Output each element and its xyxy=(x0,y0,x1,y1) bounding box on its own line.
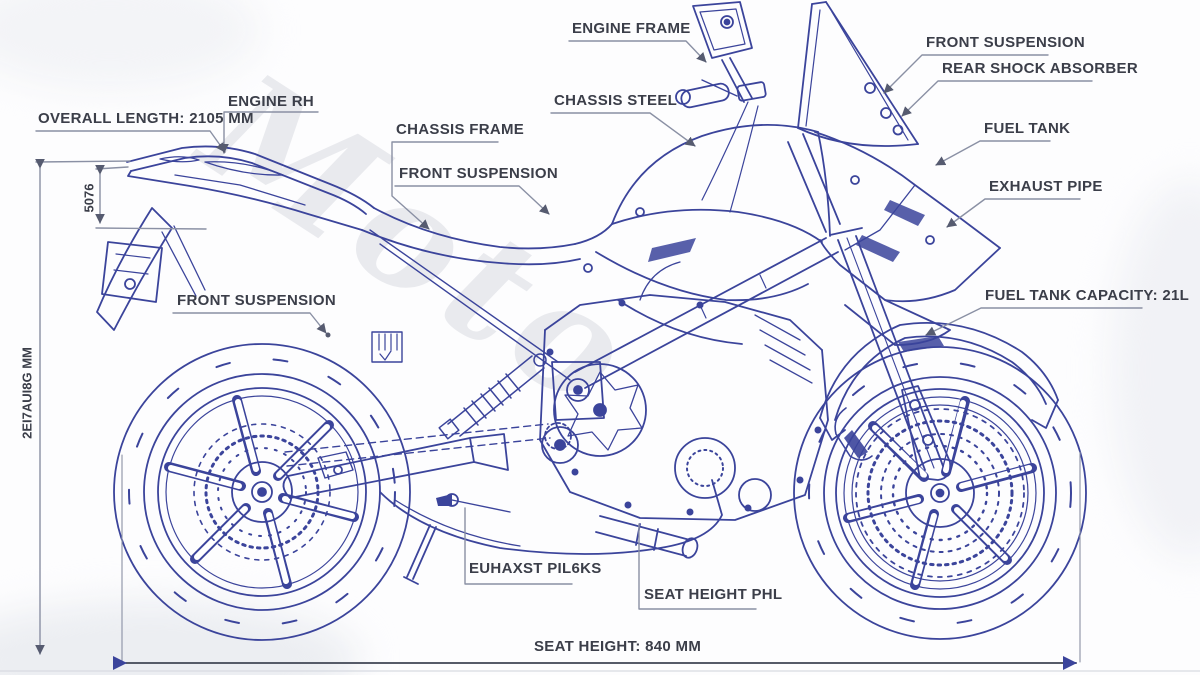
mirror xyxy=(692,1,753,103)
rear-wheel xyxy=(113,343,411,641)
exhaust-belly-pan xyxy=(379,479,723,585)
engine xyxy=(539,261,829,521)
callout-chassis-frame: CHASSIS FRAME xyxy=(396,121,525,138)
seat-and-tank xyxy=(361,123,831,345)
callout-overall-length: OVERALL LENGTH: 2105 MM xyxy=(38,110,254,127)
front-wheel xyxy=(793,346,1087,640)
callout-engine-frame: ENGINE FRAME xyxy=(572,20,691,37)
front-fork xyxy=(829,227,952,481)
windscreen xyxy=(797,1,919,147)
swingarm xyxy=(282,331,572,499)
callout-seat-height: SEAT HEIGHT PHL xyxy=(644,586,783,603)
callout-exhaust-pipes-bottom: EUHAXST PIL6KS xyxy=(469,560,602,577)
callout-front-suspension-left: FRONT SUSPENSION xyxy=(177,292,336,309)
rear-shock xyxy=(438,353,547,440)
callout-fuel-tank: FUEL TANK xyxy=(984,120,1071,137)
frame xyxy=(369,229,839,421)
front-fender xyxy=(819,322,1059,441)
callout-leaders xyxy=(35,40,1143,610)
front-cowl xyxy=(814,131,1001,346)
dimension-lines xyxy=(0,158,1200,672)
tail-section xyxy=(96,145,375,331)
callout-front-suspension-mid: FRONT SUSPENSION xyxy=(399,165,558,182)
callout-fuel-tank-capacity: FUEL TANK CAPACITY: 21L xyxy=(985,287,1190,304)
callout-front-suspension-top: FRONT SUSPENSION xyxy=(926,34,1085,51)
callout-engine-rh: ENGINE RH xyxy=(228,93,315,110)
dimension-tail-height: 5076 xyxy=(81,183,97,213)
callout-rear-shock-absorber: REAR SHOCK ABSORBER xyxy=(942,60,1138,77)
handlebar xyxy=(675,79,841,233)
callout-chassis-steel: CHASSIS STEEL xyxy=(554,92,678,109)
callout-exhaust-pipe: EXHAUST PIPE xyxy=(989,178,1103,195)
dimension-seat-height: SEAT HEIGHT: 840 MM xyxy=(534,638,702,655)
dimension-overall-height: 2EI7AUI8G MM xyxy=(19,347,35,439)
